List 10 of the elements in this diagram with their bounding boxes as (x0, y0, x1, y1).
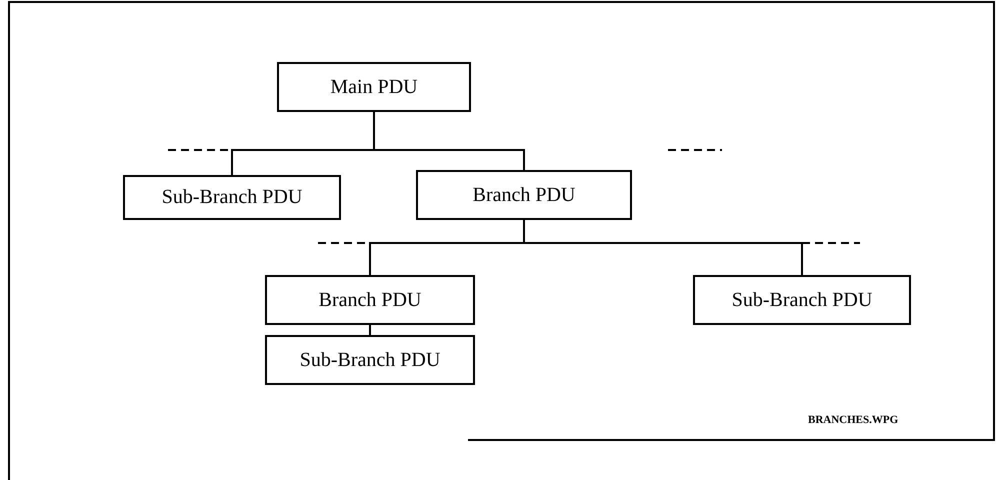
pdu-box: Sub-Branch PDU (123, 175, 341, 220)
connector-line (369, 325, 371, 335)
pdu-box: Branch PDU (416, 170, 632, 220)
pdu-box: Branch PDU (265, 275, 475, 325)
pdu-box: Main PDU (277, 62, 471, 112)
connector-line (373, 112, 525, 170)
pdu-box: Sub-Branch PDU (265, 335, 475, 385)
connector-line (523, 220, 803, 275)
file-name-label: BRANCHES.WPG (808, 413, 898, 428)
pdu-box: Sub-Branch PDU (693, 275, 911, 325)
